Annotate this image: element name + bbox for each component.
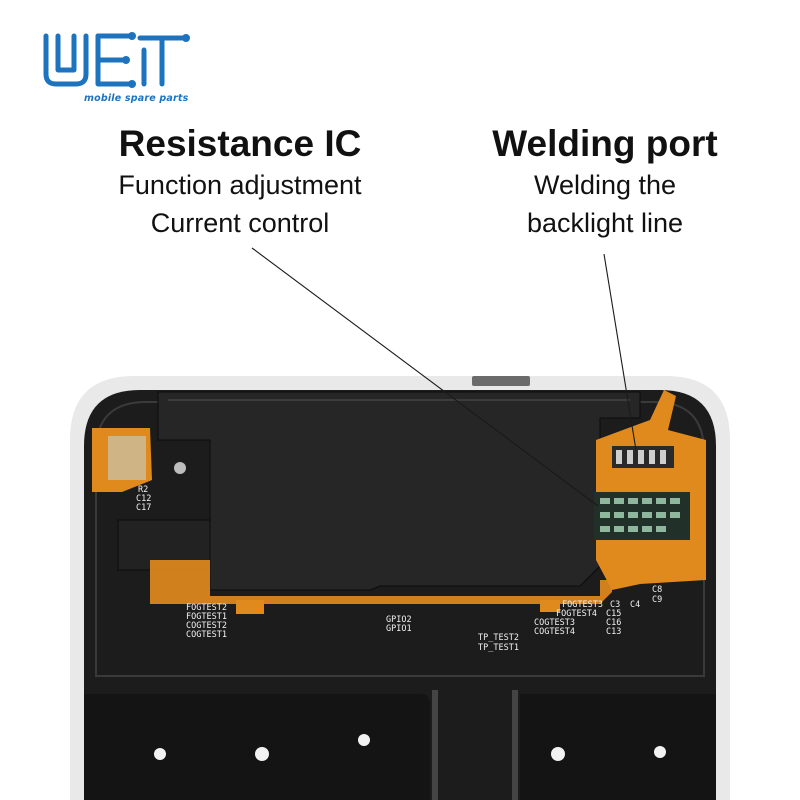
mount-hole-5 bbox=[654, 746, 666, 758]
silk-cogtest4: COGTEST4 bbox=[534, 627, 575, 637]
silk-c17: C17 bbox=[136, 503, 151, 513]
callout-line-current-control: Current control bbox=[150, 208, 330, 238]
silk-r2: R2 bbox=[138, 485, 148, 495]
top-connector bbox=[472, 376, 530, 386]
bottom-center-strip bbox=[440, 694, 510, 800]
leader-line-resistance-ic bbox=[251, 247, 599, 507]
silk-fogtest4: FOGTEST4 bbox=[556, 609, 597, 619]
silk-gpio1: GPIO1 bbox=[386, 624, 412, 634]
callout-line-backlight-line: backlight line bbox=[526, 208, 684, 238]
silk-c15: C15 bbox=[606, 609, 621, 619]
bottom-right-plate bbox=[520, 694, 716, 800]
silk-tp-test1: TP_TEST1 bbox=[478, 643, 519, 653]
logo-mark-icon bbox=[43, 32, 190, 88]
silk-c9: C9 bbox=[652, 595, 662, 605]
silk-tp-test2: TP_TEST2 bbox=[478, 633, 519, 643]
orange-flex-strip bbox=[150, 560, 612, 604]
silk-c12: C12 bbox=[136, 494, 151, 504]
silk-c16: C16 bbox=[606, 618, 621, 628]
callout-line-function-adjustment: Function adjustment bbox=[118, 170, 362, 200]
mount-hole-3 bbox=[358, 734, 370, 746]
silk-gpio2: GPIO2 bbox=[386, 615, 412, 625]
silk-c13: C13 bbox=[606, 627, 621, 637]
silk-cogtest2: COGTEST2 bbox=[186, 621, 227, 631]
black-tape bbox=[157, 391, 641, 591]
small-pad-right bbox=[540, 600, 560, 612]
mount-hole-4 bbox=[551, 747, 565, 761]
left-ic bbox=[108, 436, 146, 480]
small-pad-left bbox=[236, 600, 264, 614]
mount-hole-1 bbox=[154, 748, 166, 760]
callout-title-welding-port: Welding port bbox=[492, 123, 718, 164]
silk-fogtest3: FOGTEST3 bbox=[562, 600, 603, 610]
silk-c4: C4 bbox=[630, 600, 640, 610]
screw-hole bbox=[174, 462, 186, 474]
brand-logo: mobile spare parts bbox=[40, 30, 190, 108]
callout-title-resistance-ic: Resistance IC bbox=[118, 123, 362, 164]
welding-port-pads bbox=[612, 446, 674, 468]
leader-line-welding-port bbox=[603, 253, 637, 451]
silk-cogtest3: COGTEST3 bbox=[534, 618, 575, 628]
silk-c8: C8 bbox=[652, 585, 662, 595]
silk-cogtest1: COGTEST1 bbox=[186, 630, 227, 640]
resistance-ic-cluster bbox=[594, 492, 690, 540]
welding-port-callout: Welding port Welding the backlight line bbox=[470, 122, 740, 242]
silk-c3: C3 bbox=[610, 600, 620, 610]
mount-hole-2 bbox=[255, 747, 269, 761]
callout-line-welding-the: Welding the bbox=[533, 170, 677, 200]
bottom-left-plate bbox=[84, 694, 430, 800]
silk-fogtest2: FOGTEST2 bbox=[186, 603, 227, 613]
resistance-ic-callout: Resistance IC Function adjustment Curren… bbox=[80, 122, 400, 242]
silk-fogtest1: FOGTEST1 bbox=[186, 612, 227, 622]
logo-tagline: mobile spare parts bbox=[84, 93, 189, 104]
